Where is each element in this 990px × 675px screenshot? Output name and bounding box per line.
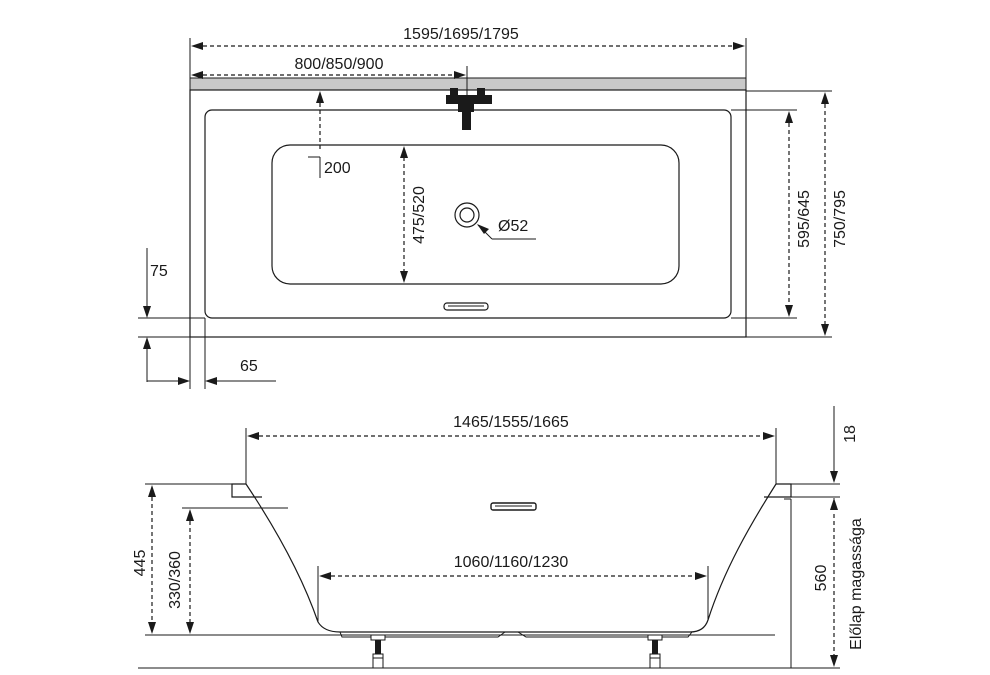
dim-height-inner: 330/360 <box>167 551 184 609</box>
dim-rim-thickness: 18 <box>842 425 859 443</box>
dim-overall-length: 1595/1695/1795 <box>403 26 519 43</box>
dim-rim-width: 595/645 <box>796 190 813 248</box>
dim-center-offset: 800/850/900 <box>295 56 384 73</box>
tap-fitting <box>446 88 492 130</box>
tub-basin-outline <box>271 144 680 285</box>
tub-rim-outline <box>204 109 732 319</box>
foot-left <box>370 634 386 669</box>
dim-inner-width: 475/520 <box>411 186 428 244</box>
tub-body-profile <box>245 483 777 633</box>
dim-rim-left: 75 <box>150 263 168 280</box>
dim-inner-offset: 200 <box>324 160 351 177</box>
drain-inner <box>459 207 475 223</box>
dim-bottom-length: 1060/1160/1230 <box>454 554 569 571</box>
dim-drain-diameter: Ø52 <box>498 218 528 235</box>
panel-height-label: Előlap magassága <box>848 518 865 650</box>
side-view: 1465/1555/1665 1060/1160/1230 445 330/36… <box>132 406 865 669</box>
dim-overall-width: 750/795 <box>832 190 849 248</box>
drain-outer <box>454 202 480 228</box>
foot-right <box>647 634 663 669</box>
top-view: 1595/1695/1795 800/850/900 200 475/520 Ø… <box>138 26 849 389</box>
wall-strip <box>189 77 747 91</box>
rim-slab <box>231 483 262 498</box>
dim-panel-height: 560 <box>813 565 830 592</box>
dim-height-total: 445 <box>132 550 149 577</box>
dim-top-length: 1465/1555/1665 <box>453 414 569 431</box>
dim-rim-side: 65 <box>240 358 258 375</box>
tub-outer-outline <box>189 89 747 338</box>
